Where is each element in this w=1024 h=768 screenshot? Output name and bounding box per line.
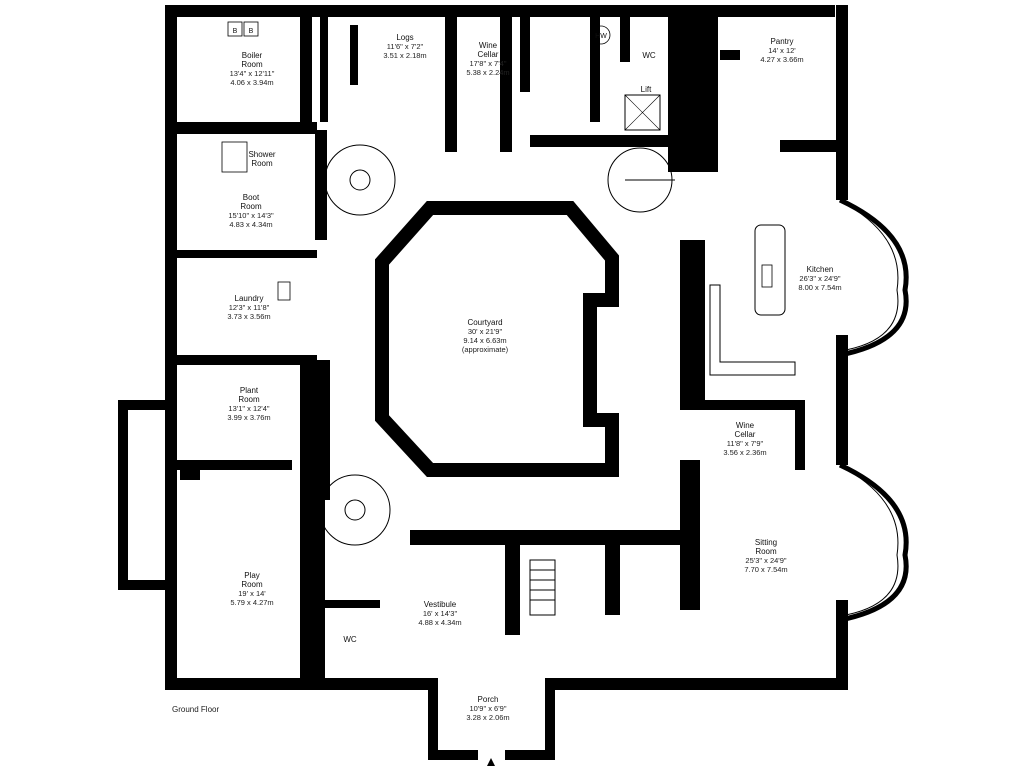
- room-name-wc-upper: WC: [642, 51, 656, 60]
- walls: [118, 5, 848, 760]
- room-dims-logs: 3.51 x 2.18m: [383, 51, 426, 60]
- room-name-logs: Logs: [396, 33, 413, 42]
- room-dims-wine-cellar-1: 5.38 x 2.24m: [466, 68, 509, 77]
- sitting-bay-window: [838, 462, 909, 623]
- room-dims-laundry: 3.73 x 3.56m: [227, 312, 270, 321]
- room-dims-vestibule: 16' x 14'3": [423, 609, 458, 618]
- room-name-lift: Lift: [641, 85, 652, 94]
- floor-label: Ground Floor: [172, 705, 219, 714]
- room-name-sitting: Room: [755, 547, 777, 556]
- boiler-label-1: B: [233, 28, 238, 35]
- room-dims-sitting: 7.70 x 7.54m: [744, 565, 787, 574]
- kitchen-sink: [761, 264, 773, 288]
- kitchen-island: [754, 224, 786, 316]
- room-dims-wine-cellar-2: 11'8" x 7'9": [727, 439, 764, 448]
- entrance-arrow: [487, 758, 495, 766]
- room-dims-wine-cellar-1: 17'8" x 7'4": [470, 59, 507, 68]
- room-name-wc-lower: WC: [343, 635, 357, 644]
- room-dims-porch: 10'9" x 6'9": [470, 704, 507, 713]
- room-name-laundry: Laundry: [235, 294, 264, 303]
- shower-tray: [221, 141, 248, 173]
- staircase-lower-left: [319, 474, 391, 546]
- room-dims-pantry: 4.27 x 3.66m: [760, 55, 803, 64]
- staircase-vestibule: [529, 559, 556, 616]
- kitchen-bay-window: [838, 197, 909, 358]
- room-name-sitting: Sitting: [755, 538, 777, 547]
- room-name-plant: Room: [238, 395, 260, 404]
- room-dims-boot: 15'10" x 14'3": [228, 211, 274, 220]
- hot-water-label: HW: [595, 33, 607, 40]
- room-name-shower: Shower: [248, 150, 275, 159]
- room-name-wine-cellar-1: Wine: [479, 41, 498, 50]
- room-name-plant: Plant: [240, 386, 259, 395]
- room-name-vestibule: Vestibule: [424, 600, 457, 609]
- room-dims-courtyard: 30' x 21'9": [468, 327, 503, 336]
- room-name-boiler: Room: [241, 60, 263, 69]
- room-name-boiler: Boiler: [242, 51, 263, 60]
- room-dims-plant: 3.99 x 3.76m: [227, 413, 270, 422]
- room-dims-kitchen: 8.00 x 7.54m: [798, 283, 841, 292]
- room-name-kitchen: Kitchen: [807, 265, 834, 274]
- room-dims-boot: 4.83 x 4.34m: [229, 220, 272, 229]
- room-dims-boiler: 4.06 x 3.94m: [230, 78, 273, 87]
- room-name-play: Room: [241, 580, 263, 589]
- room-dims-laundry: 12'3" x 11'8": [229, 303, 270, 312]
- room-dims-logs: 11'6" x 7'2": [387, 42, 424, 51]
- lift-shaft: [624, 94, 661, 131]
- hot-water-cylinder: HW: [591, 25, 611, 45]
- room-name-pantry: Pantry: [770, 37, 793, 46]
- room-dims-pantry: 14' x 12': [768, 46, 796, 55]
- laundry-sink: [277, 281, 291, 301]
- room-dims-play: 5.79 x 4.27m: [230, 598, 273, 607]
- room-dims-plant: 13'1" x 12'4": [228, 404, 269, 413]
- boiler-fixtures: B B: [227, 21, 259, 37]
- room-name-wine-cellar-2: Wine: [736, 421, 755, 430]
- room-name-wine-cellar-1: Cellar: [478, 50, 499, 59]
- room-name-porch: Porch: [478, 695, 499, 704]
- courtyard-walls: [375, 201, 619, 477]
- room-dims-courtyard: 9.14 x 6.63m: [463, 336, 506, 345]
- staircase-upper-right: [607, 147, 675, 213]
- room-name-boot: Boot: [243, 193, 260, 202]
- room-name-boot: Room: [240, 202, 262, 211]
- room-dims-sitting: 25'3" x 24'9": [745, 556, 786, 565]
- room-dims-porch: 3.28 x 2.06m: [466, 713, 509, 722]
- room-dims-kitchen: 26'3" x 24'9": [799, 274, 840, 283]
- room-dims-courtyard: (approximate): [462, 345, 509, 354]
- room-name-wine-cellar-2: Cellar: [735, 430, 756, 439]
- room-name-shower: Room: [251, 159, 273, 168]
- room-name-play: Play: [244, 571, 260, 580]
- room-name-courtyard: Courtyard: [467, 318, 502, 327]
- room-dims-play: 19' x 14': [238, 589, 266, 598]
- room-dims-boiler: 13'4" x 12'11": [230, 69, 275, 78]
- room-dims-vestibule: 4.88 x 4.34m: [418, 618, 461, 627]
- room-dims-wine-cellar-2: 3.56 x 2.36m: [723, 448, 766, 457]
- staircase-upper-left: [324, 144, 396, 216]
- boiler-label-2: B: [249, 28, 254, 35]
